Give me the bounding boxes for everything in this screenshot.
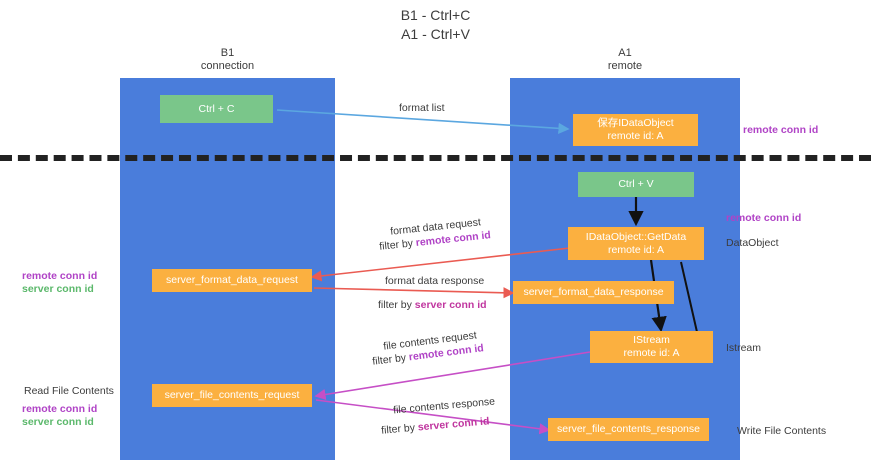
left-label-read-file-contents: Read File Contents xyxy=(24,385,114,397)
phase-separator xyxy=(0,155,871,161)
label-file-contents-response-filter-key: server conn id xyxy=(417,415,490,434)
left-label-server-conn-id-bottom: server conn id xyxy=(22,416,94,428)
lane-header-b1-role: connection xyxy=(200,60,255,72)
lane-header-a1-role: remote xyxy=(607,60,643,72)
box-server-file-contents-response[interactable]: server_file_contents_response xyxy=(548,418,709,441)
box-server-file-contents-request[interactable]: server_file_contents_request xyxy=(152,384,312,407)
lane-header-a1-name: A1 xyxy=(618,47,632,59)
title-line-2: A1 - Ctrl+V xyxy=(401,26,470,42)
label-file-contents-response-filter-prefix: filter by xyxy=(380,421,419,437)
lane-header-b1: B1 connection xyxy=(120,47,335,73)
box-idataobject-save[interactable]: 保存IDataObject remote id: A xyxy=(573,114,698,146)
box-server-format-data-request[interactable]: server_format_data_request xyxy=(152,269,312,292)
label-format-data-response-filter-key: server conn id xyxy=(414,299,487,311)
box-idataobject-save-line2: remote id: A xyxy=(607,130,664,142)
box-ctrl-c-line1: Ctrl + C xyxy=(198,102,235,115)
box-istream-line2: remote id: A xyxy=(623,347,680,359)
left-label-remote-conn-id-bottom: remote conn id xyxy=(22,403,98,415)
label-format-data-response-filter-prefix: filter by xyxy=(378,299,415,311)
right-label-remote-conn-id-top: remote conn id xyxy=(743,124,819,136)
box-istream[interactable]: IStream remote id: A xyxy=(590,331,713,363)
lane-header-a1: A1 remote xyxy=(510,47,740,73)
arrow-format-data-response xyxy=(313,287,515,299)
box-idataobject-getdata[interactable]: IDataObject::GetData remote id: A xyxy=(568,227,704,260)
label-file-contents-request-filter-prefix: filter by xyxy=(371,351,410,368)
right-label-write-file-contents: Write File Contents xyxy=(737,425,827,437)
box-server-format-data-response-label: server_format_data_response xyxy=(523,286,664,298)
right-label-istream: Istream xyxy=(726,342,762,354)
label-format-data-request-filter-prefix: filter by xyxy=(378,237,417,253)
label-file-contents-response-filter: filter by server conn id xyxy=(381,414,490,437)
lane-header-b1-name: B1 xyxy=(220,47,235,59)
page-title: B1 - Ctrl+C A1 - Ctrl+V xyxy=(0,6,871,44)
box-ctrl-v[interactable]: Ctrl + V xyxy=(578,172,694,197)
box-server-format-data-response[interactable]: server_format_data_response xyxy=(513,281,674,304)
box-istream-line1: IStream xyxy=(633,334,670,346)
box-ctrl-c[interactable]: Ctrl + C xyxy=(160,95,273,123)
box-getdata-line2: remote id: A xyxy=(607,243,665,256)
left-label-remote-conn-id-mid: remote conn id xyxy=(22,270,98,282)
right-label-remote-conn-id-mid: remote conn id xyxy=(726,212,802,224)
box-ctrl-v-line1: Ctrl + V xyxy=(618,178,654,190)
right-label-dataobject: DataObject xyxy=(726,237,779,249)
box-server-file-contents-response-label: server_file_contents_response xyxy=(556,423,700,435)
box-server-format-data-request-label: server_format_data_request xyxy=(166,274,298,286)
box-server-file-contents-request-label: server_file_contents_request xyxy=(164,389,300,401)
label-format-list: format list xyxy=(399,102,445,114)
label-format-data-response: format data response xyxy=(385,275,485,287)
box-idataobject-save-line1: 保存IDataObject xyxy=(597,117,674,129)
label-format-data-response-filter: filter by server conn id xyxy=(378,298,487,312)
title-line-1: B1 - Ctrl+C xyxy=(400,7,471,23)
box-getdata-line1: IDataObject::GetData xyxy=(585,230,687,243)
left-label-server-conn-id-mid: server conn id xyxy=(22,283,94,295)
